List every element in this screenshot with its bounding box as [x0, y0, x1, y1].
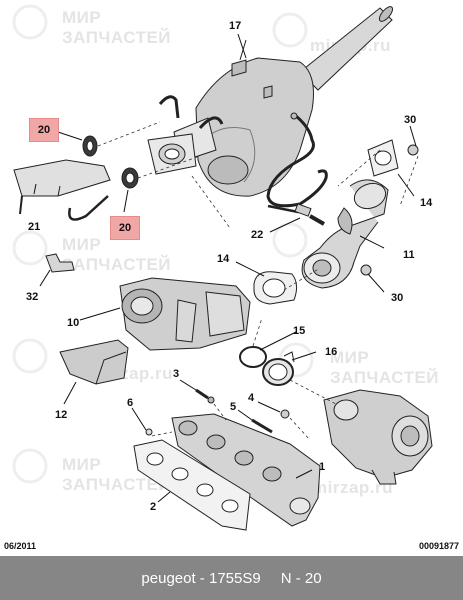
callout-10: 10 — [67, 317, 80, 329]
exhaust-parts-diagram — [12, 4, 433, 531]
bushing-lower — [121, 167, 139, 189]
dpf-inlet-flange — [147, 133, 197, 175]
bolt-upper — [407, 144, 419, 156]
gasket-lower — [253, 271, 298, 305]
callout-20-highlighted-upper[interactable]: 20 — [29, 118, 59, 142]
position-number: N - 20 — [280, 569, 322, 587]
nut-4 — [280, 409, 290, 419]
seal-ring — [239, 346, 267, 368]
bolt-lower — [360, 264, 372, 276]
watermark-line1-4: МИР — [62, 455, 102, 474]
washer-6 — [145, 428, 153, 436]
callout-1: 1 — [319, 461, 326, 473]
watermark-line1: МИР — [62, 8, 102, 27]
clip — [45, 253, 75, 273]
callout-20-highlighted-lower[interactable]: 20 — [110, 216, 140, 240]
diagram-date: 06/2011 — [4, 541, 37, 551]
callout-2: 2 — [150, 501, 157, 513]
callout-3: 3 — [173, 368, 180, 380]
watermark-line1-2: МИР — [62, 235, 102, 254]
callout-30-upper: 30 — [404, 114, 417, 126]
bottom-caption-bar: peugeot - 1755S9 N - 20 — [0, 556, 463, 600]
bracket — [13, 159, 111, 221]
stud-3 — [195, 388, 215, 404]
watermark-domain-3: mirzap.ru — [312, 478, 394, 497]
callout-22: 22 — [251, 229, 264, 241]
clamp — [262, 351, 295, 386]
callout-6: 6 — [127, 397, 134, 409]
sensor-tube — [266, 112, 328, 226]
watermark-line2-3: ЗАПЧАСТЕЙ — [330, 368, 440, 387]
particulate-filter — [173, 6, 394, 197]
diagram-code: 00091877 — [418, 541, 459, 551]
callout-14-lower: 14 — [217, 253, 230, 265]
callout-4: 4 — [248, 392, 255, 404]
catalytic-converter — [119, 277, 251, 351]
assembly-lines — [97, 121, 419, 441]
bushing-upper — [82, 135, 98, 157]
brand-reference: peugeot - 1755S9 — [141, 569, 261, 587]
callout-15: 15 — [293, 325, 306, 337]
callout-14-upper: 14 — [420, 197, 433, 209]
callout-30-lower: 30 — [391, 292, 404, 304]
watermark-line2-4: ЗАПЧАСТЕЙ — [62, 475, 172, 494]
callout-12: 12 — [55, 409, 68, 421]
callout-11: 11 — [403, 249, 415, 261]
turbocharger — [323, 389, 433, 485]
leader-lines — [33, 33, 417, 503]
downpipe — [301, 179, 389, 289]
watermark-line1-3: МИР — [330, 348, 370, 367]
watermark-line2-2: ЗАПЧАСТЕЙ — [62, 255, 172, 274]
callout-32: 32 — [26, 291, 39, 303]
stud-5 — [251, 418, 273, 434]
watermark-logos — [12, 4, 314, 484]
heat-shield — [59, 339, 129, 385]
callout-16: 16 — [325, 346, 338, 358]
callout-17: 17 — [229, 20, 242, 32]
callout-21: 21 — [28, 221, 41, 233]
callout-5: 5 — [230, 401, 237, 413]
manifold-gasket — [133, 439, 251, 531]
watermark-line2: ЗАПЧАСТЕЙ — [62, 28, 172, 47]
exhaust-manifold — [171, 413, 321, 527]
gasket-upper — [367, 139, 399, 177]
